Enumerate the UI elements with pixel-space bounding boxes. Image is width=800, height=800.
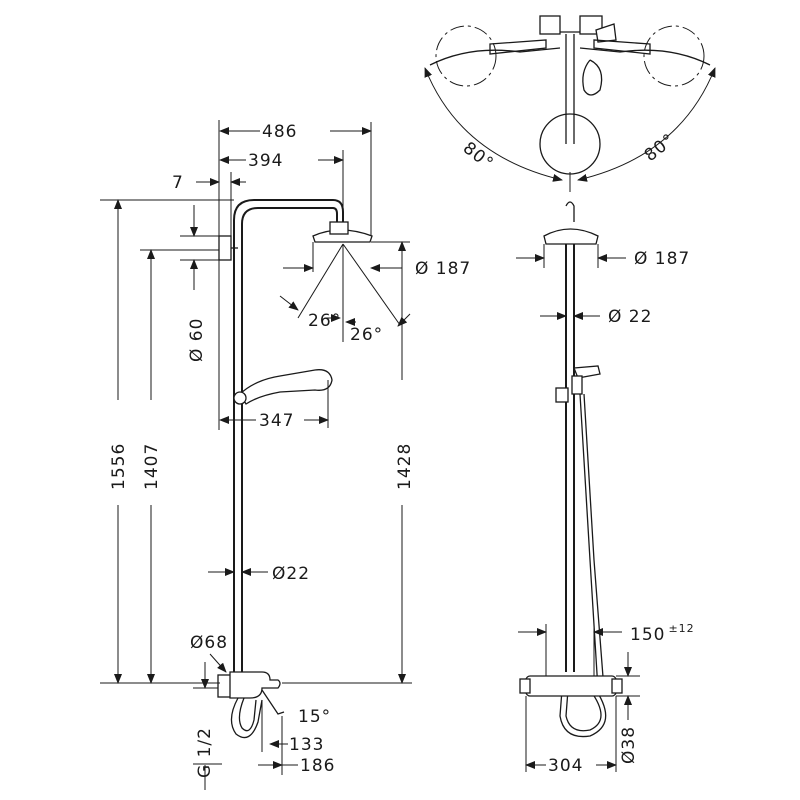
swivel-arm-right (579, 47, 711, 66)
front-spacing-tolerance: ±12 (668, 622, 694, 635)
front-hand-shower (573, 365, 601, 379)
swivel-circle-right (643, 25, 705, 87)
dim-g12-label: G 1/2 (195, 727, 215, 778)
front-spacing-label: 150±12 (630, 622, 695, 645)
dim-394-label: 394 (248, 151, 283, 171)
front-hose (579, 393, 599, 691)
dim-d68-label: Ø68 (190, 633, 228, 653)
dim-1556-label: 1556 (109, 443, 129, 490)
dim-pipe-d22-label: Ø22 (272, 564, 310, 584)
top-mixer (539, 15, 561, 35)
side-view: 486 394 7 Ø 60 Ø 187 26° 26° (100, 120, 471, 790)
riser-pipe (233, 199, 344, 680)
spray-angle-left-label: 26° (308, 311, 341, 331)
top-riser (565, 34, 575, 144)
front-view: Ø 187 Ø 22 150±12 Ø38 304 (516, 201, 695, 776)
mixer-body (229, 671, 281, 699)
swivel-arc-right (577, 67, 716, 182)
dim-133-label: 133 (289, 735, 324, 755)
dim-1428-label: 1428 (395, 443, 415, 490)
dim-1407-label: 1407 (142, 443, 162, 490)
front-head-shower (543, 228, 599, 245)
swivel-arc-left (424, 67, 563, 182)
front-body-d38-label: Ø38 (619, 726, 639, 764)
dim-486-label: 486 (262, 122, 297, 142)
front-head-d187-label: Ø 187 (634, 249, 690, 269)
dim-head-d187-label: Ø 187 (415, 259, 471, 279)
swivel-right-label: 80° (641, 130, 679, 166)
front-mixer-body (525, 675, 617, 697)
head-circle (539, 113, 601, 175)
swivel-circle-left (435, 25, 497, 87)
front-hand-holder (555, 387, 569, 403)
front-pipe-d22-label: Ø 22 (608, 307, 652, 327)
spray-angle-right-label: 26° (350, 325, 383, 345)
dim-d60-label: Ø 60 (187, 318, 207, 362)
head-shower (312, 229, 373, 243)
dim-spout-angle-label: 15° (298, 707, 331, 727)
swivel-arm-left (429, 47, 561, 66)
hose (230, 697, 263, 739)
dim-7-label: 7 (172, 173, 184, 193)
hand-shower (239, 369, 333, 405)
dim-186-label: 186 (300, 756, 335, 776)
front-spacing-value: 150 (630, 625, 665, 645)
hand-shower-holder (233, 391, 247, 405)
top-view: 80° 80° (424, 15, 716, 192)
swivel-left-label: 80° (459, 138, 497, 174)
front-width-304-label: 304 (548, 756, 583, 776)
dim-347-label: 347 (259, 411, 294, 431)
wall-plate (218, 235, 232, 261)
